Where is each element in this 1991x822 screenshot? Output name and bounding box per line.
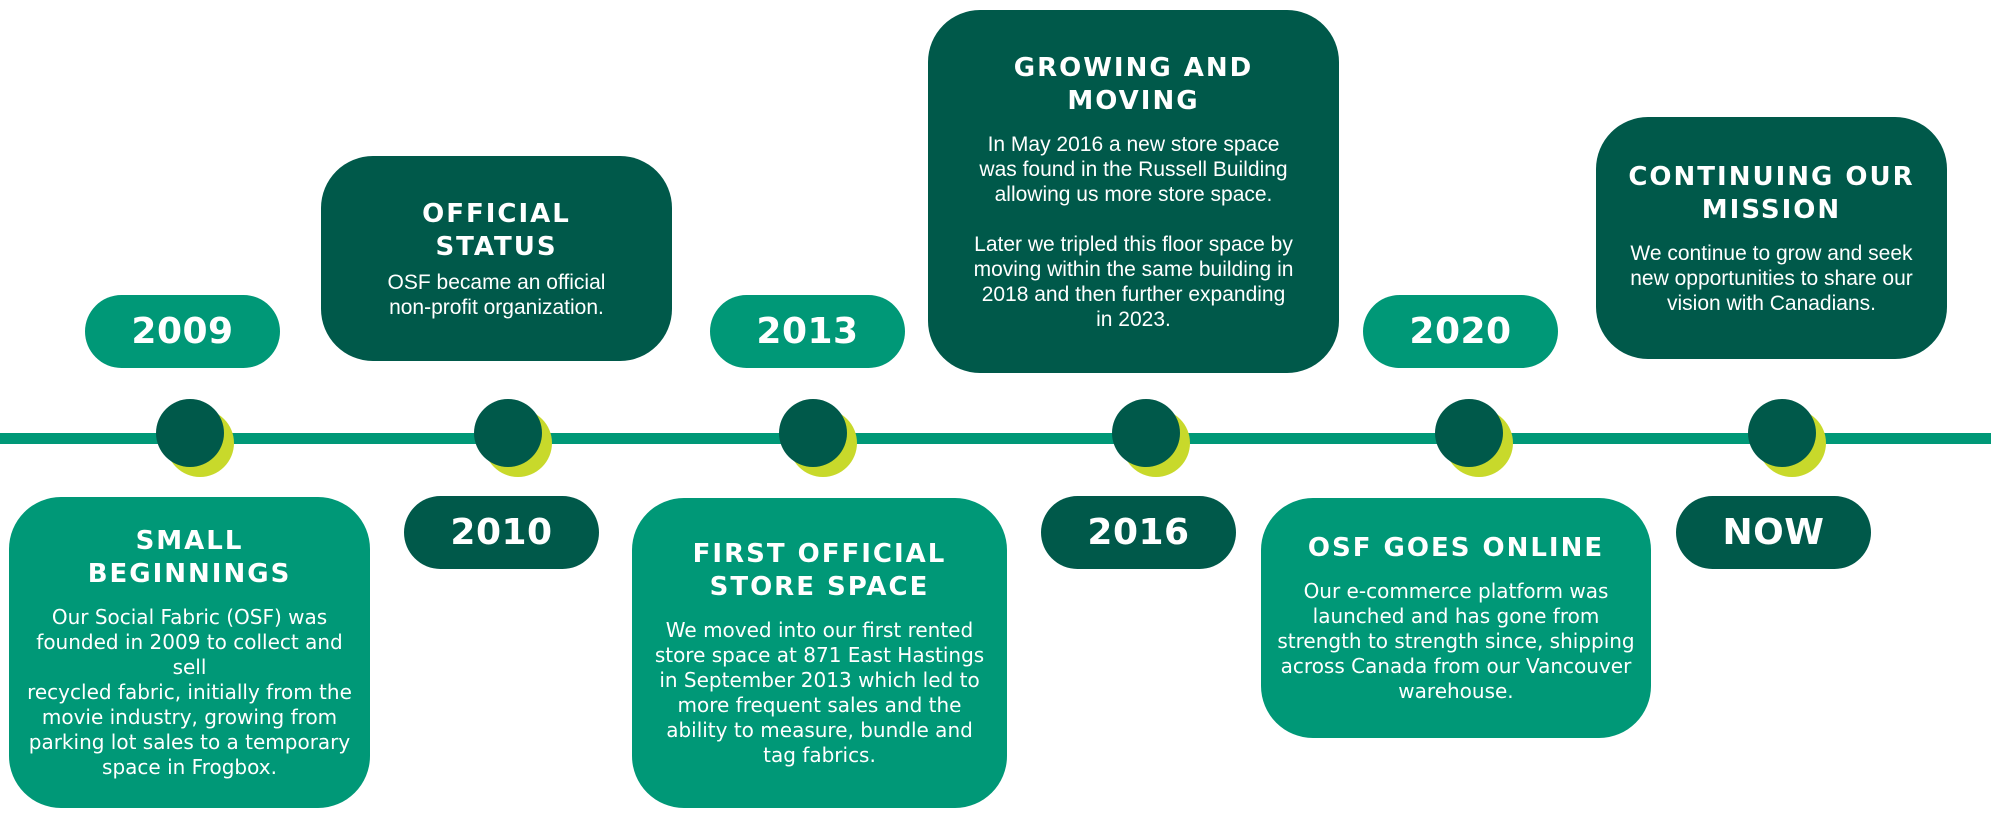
year-pill-2016: 2016: [1041, 496, 1236, 569]
milestone-title: FIRST OFFICIAL STORE SPACE: [692, 539, 947, 602]
milestone-title: SMALL BEGINNINGS: [87, 526, 292, 589]
timeline-marker-2010: [474, 399, 552, 477]
year-pill-now: NOW: [1676, 496, 1871, 569]
year-pill-2009: 2009: [85, 295, 280, 368]
milestone-card-2009: SMALL BEGINNINGS Our Social Fabric (OSF)…: [9, 497, 370, 808]
milestone-card-now: CONTINUING OUR MISSION We continue to gr…: [1596, 117, 1947, 359]
timeline-marker-2020: [1435, 399, 1513, 477]
timeline-line: [0, 433, 1991, 444]
timeline-marker-2016: [1112, 399, 1190, 477]
milestone-text: Our Social Fabric (OSF) was founded in 2…: [27, 605, 352, 779]
timeline-marker-now: [1748, 399, 1826, 477]
milestone-card-2020: OSF GOES ONLINE Our e-commerce platform …: [1261, 498, 1651, 738]
milestone-text: We continue to grow and seek new opportu…: [1630, 241, 1913, 315]
year-pill-2010: 2010: [404, 496, 599, 569]
milestone-text: We moved into our first rented store spa…: [654, 618, 985, 767]
milestone-title: OSF GOES ONLINE: [1307, 533, 1605, 563]
year-pill-2020: 2020: [1363, 295, 1558, 368]
timeline-marker-2009: [156, 399, 234, 477]
year-pill-2013: 2013: [710, 295, 905, 368]
milestone-text: OSF became an official non-profit organi…: [387, 270, 606, 319]
milestone-title: GROWING AND MOVING: [1013, 52, 1254, 116]
milestone-title: OFFICIAL STATUS: [422, 198, 571, 262]
milestone-title: CONTINUING OUR MISSION: [1628, 161, 1915, 225]
milestone-card-2016: GROWING AND MOVING In May 2016 a new sto…: [928, 10, 1339, 373]
milestone-card-2010: OFFICIAL STATUS OSF became an official n…: [321, 156, 672, 361]
timeline-marker-2013: [779, 399, 857, 477]
milestone-text: Our e-commerce platform was launched and…: [1277, 579, 1635, 703]
milestone-text: In May 2016 a new store space was found …: [973, 132, 1294, 331]
milestone-card-2013: FIRST OFFICIAL STORE SPACE We moved into…: [632, 498, 1007, 808]
